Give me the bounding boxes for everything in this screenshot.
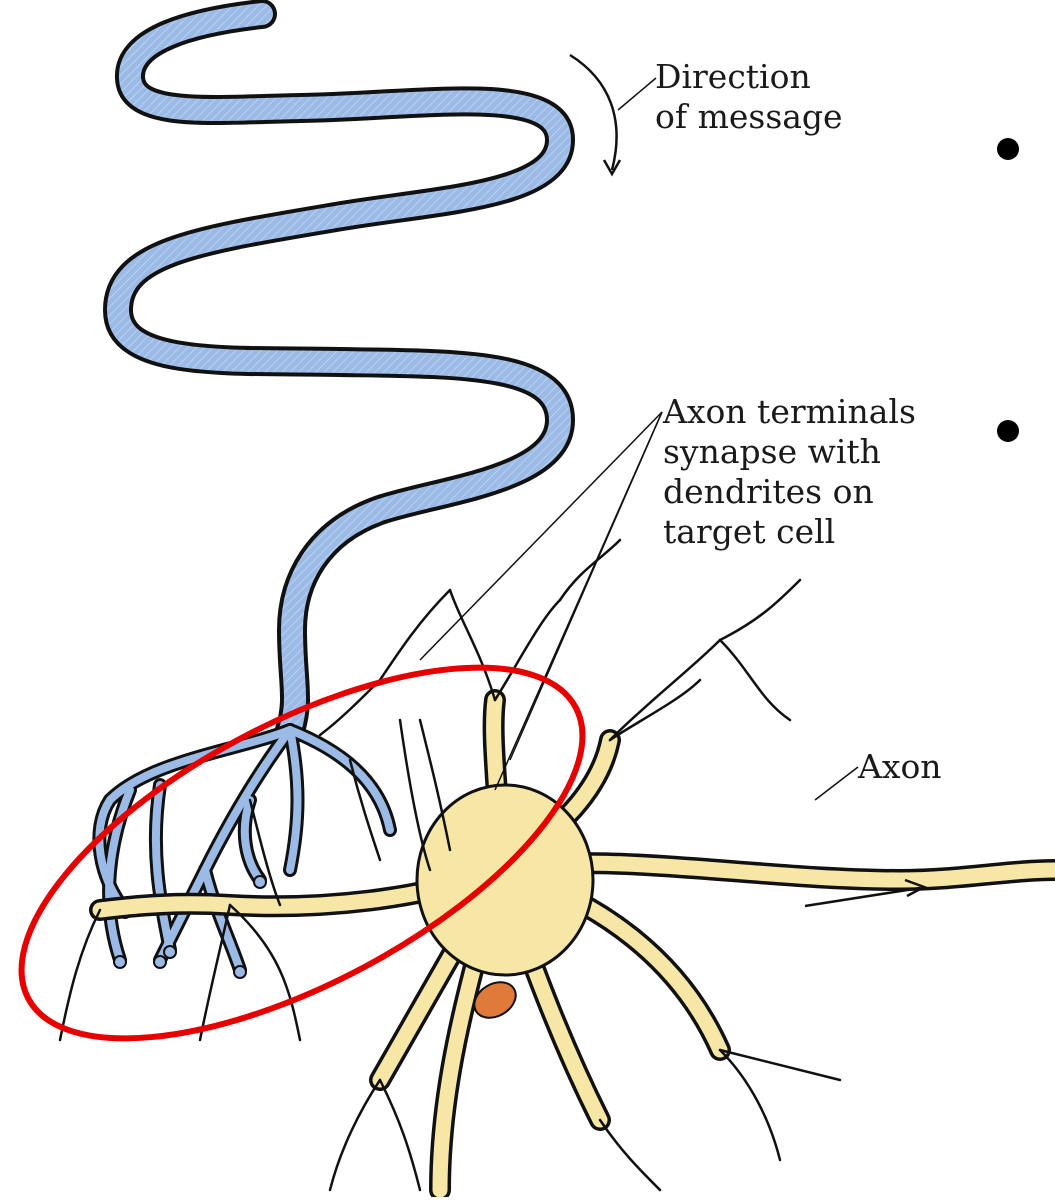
direction-label-line1: Direction bbox=[655, 58, 811, 96]
terminals-label-line2: synapse with bbox=[663, 433, 881, 471]
bullet-point-2 bbox=[997, 420, 1019, 442]
axon-label: Axon bbox=[858, 748, 942, 786]
direction-label-line2: of message bbox=[655, 98, 843, 136]
terminals-label-line3: dendrites on bbox=[663, 473, 874, 511]
bullet-point-1 bbox=[997, 138, 1019, 160]
terminals-label-line1: Axon terminals bbox=[663, 393, 916, 431]
terminals-label-line4: target cell bbox=[663, 513, 835, 551]
direction-arrow bbox=[570, 55, 656, 174]
